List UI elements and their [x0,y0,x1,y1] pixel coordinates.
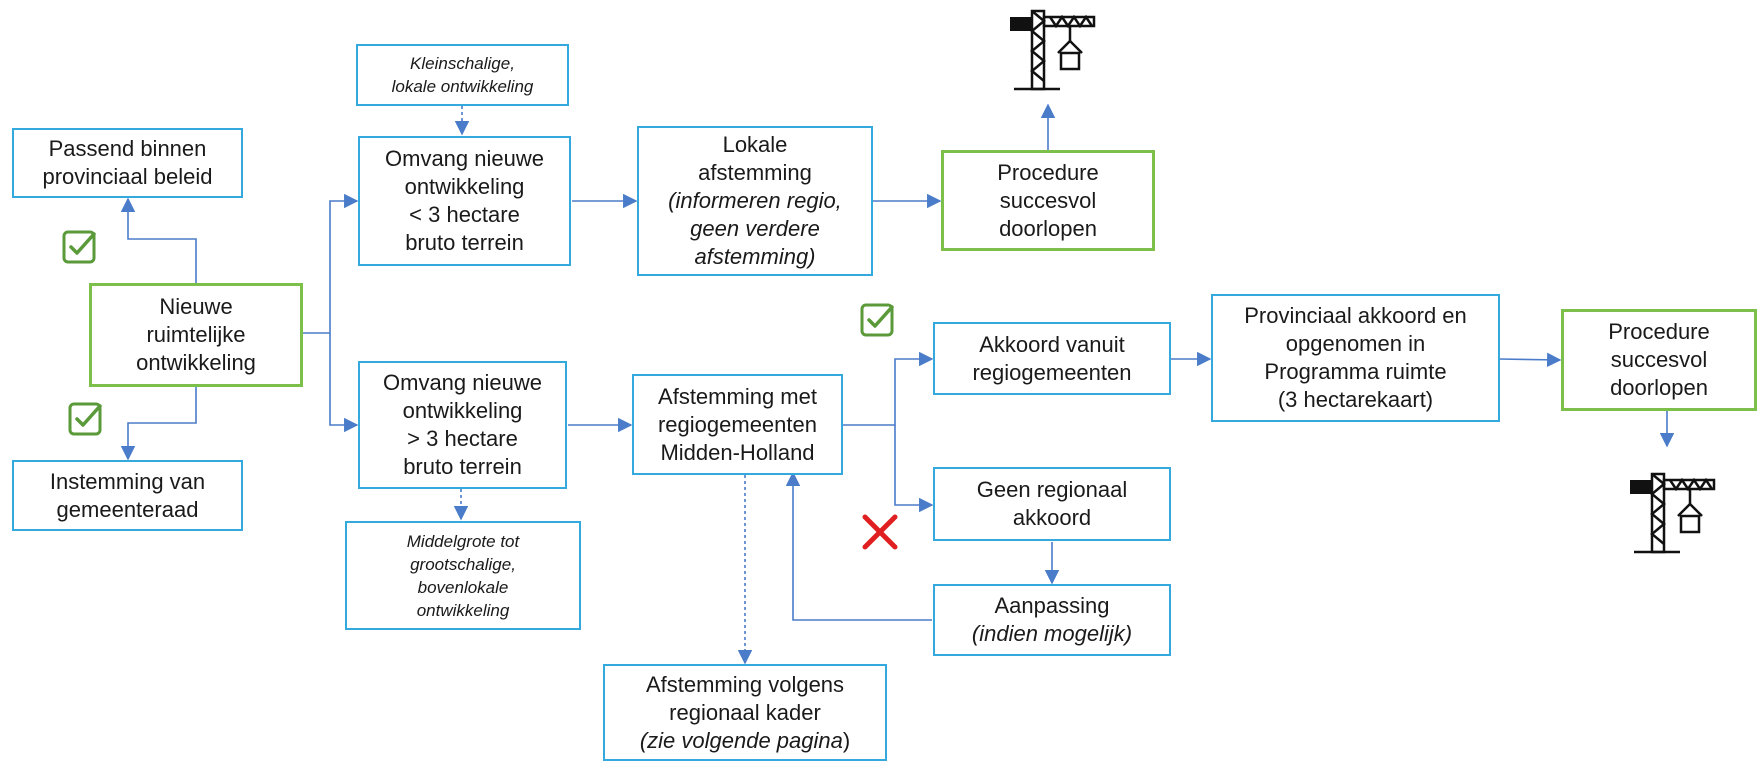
node-regionaal-kader: Afstemming volgens regionaal kader (zie … [603,664,887,761]
node-text: provinciaal beleid [42,164,213,189]
node-text: bovenlokale [417,577,509,597]
node-middelgroot: Middelgrote tot grootschalige, bovenloka… [345,521,581,630]
node-text: Afstemming volgens [645,671,845,697]
node-text: gemeenteraad [56,496,199,522]
node-text: bruto terrein [403,454,522,479]
node-text: Akkoord vanuit [979,331,1125,357]
node-text: akkoord [1012,505,1092,530]
node-lokale-afstemming: Lokale afstemming (informeren regio, gee… [637,126,873,276]
node-text: regiogemeenten [657,411,817,437]
node-text: Midden-Holland [660,439,815,465]
node-text: (3 hectarekaart) [1277,387,1434,412]
node-text: Kleinschalige, [410,54,515,73]
node-text: Omvang nieuwe [383,370,542,395]
node-note-end: ) [842,727,851,753]
node-text: Provinciaal akkoord en [1244,303,1467,328]
node-text: Geen regionaal [976,477,1128,502]
node-text: regiogemeenten [972,359,1132,385]
node-provinciaal-akkoord: Provinciaal akkoord en opgenomen in Prog… [1211,294,1500,422]
node-text: lokale ontwikkeling [391,77,534,96]
node-text: Passend binnen [48,136,207,161]
node-text: Omvang nieuwe [385,146,544,171]
node-text: ontwikkeling [136,350,256,375]
node-text: Procedure [997,159,1099,185]
node-omvang-klein: Omvang nieuwe ontwikkeling < 3 hectare b… [358,136,571,266]
arrow-nieuwe-to-passend [120,197,197,284]
node-note: afstemming) [694,244,816,269]
node-text: Aanpassing [994,593,1110,618]
node-text: grootschalige, [410,554,516,574]
node-text: ontwikkeling [402,398,523,423]
node-text: ontwikkeling [416,600,510,620]
arrow-afstemming-to-geen [894,425,934,513]
node-text: doorlopen [999,215,1097,241]
node-text: doorlopen [1610,375,1708,400]
node-aanpassing: Aanpassing (indien mogelijk) [933,584,1171,656]
node-text: ontwikkeling [404,174,525,199]
node-text: ruimtelijke [146,322,246,347]
checkbox-checked-icon [68,402,102,436]
node-note: geen verdere [690,216,820,241]
node-text: Programma ruimte [1264,359,1447,384]
node-text: opgenomen in [1285,331,1426,356]
node-instemming-gemeenteraad: Instemming van gemeenteraad [12,460,243,531]
arrow-aanpassing-to-afstemming [785,471,932,621]
node-text: > 3 hectare [407,426,518,451]
arrow-nieuwe-to-instemming [120,386,197,461]
arrow-afstemming-to-akkoord [843,351,934,426]
arrow-nieuwe-to-omvang-groot [329,333,359,433]
checkbox-checked-icon [860,303,894,337]
node-text: succesvol [999,187,1097,213]
node-note: (informeren regio, [668,188,842,213]
node-text: Middelgrote tot [406,531,520,551]
node-text: Instemming van [49,468,206,494]
node-text: regionaal kader [669,699,821,725]
node-text: Procedure [1608,319,1710,344]
node-afstemming-midden-holland: Afstemming met regiogemeenten Midden-Hol… [632,374,843,475]
red-cross-icon [862,514,898,550]
node-text: Nieuwe [159,294,233,319]
node-passend-binnen-beleid: Passend binnen provinciaal beleid [12,128,243,198]
node-procedure-succesvol-top: Procedure succesvol doorlopen [941,150,1155,251]
node-nieuwe-ontwikkeling: Nieuwe ruimtelijke ontwikkeling [89,283,303,387]
node-note: (zie volgende pagina [639,727,843,753]
arrow-nieuwe-to-omvang-klein [302,193,359,334]
node-text: Afstemming met [658,383,817,409]
node-geen-regionaal-akkoord: Geen regionaal akkoord [933,467,1171,541]
checkbox-checked-icon [62,230,96,264]
construction-crane-house-icon [1630,472,1716,554]
node-kleinschalig: Kleinschalige, lokale ontwikkeling [356,44,569,106]
node-text: afstemming [698,160,812,185]
node-text: Lokale [722,132,788,157]
node-text: succesvol [1610,347,1708,372]
arrow-provinciaal-to-procedure [1498,352,1562,367]
node-note-line: (zie volgende pagina) [640,727,850,755]
node-text: < 3 hectare [409,202,520,227]
node-omvang-groot: Omvang nieuwe ontwikkeling > 3 hectare b… [358,361,567,489]
node-akkoord-regiogemeenten: Akkoord vanuit regiogemeenten [933,322,1171,395]
construction-crane-house-icon [1010,9,1096,91]
node-text: bruto terrein [405,230,524,255]
node-note: (indien mogelijk) [971,621,1133,646]
node-procedure-succesvol-right: Procedure succesvol doorlopen [1561,309,1757,411]
